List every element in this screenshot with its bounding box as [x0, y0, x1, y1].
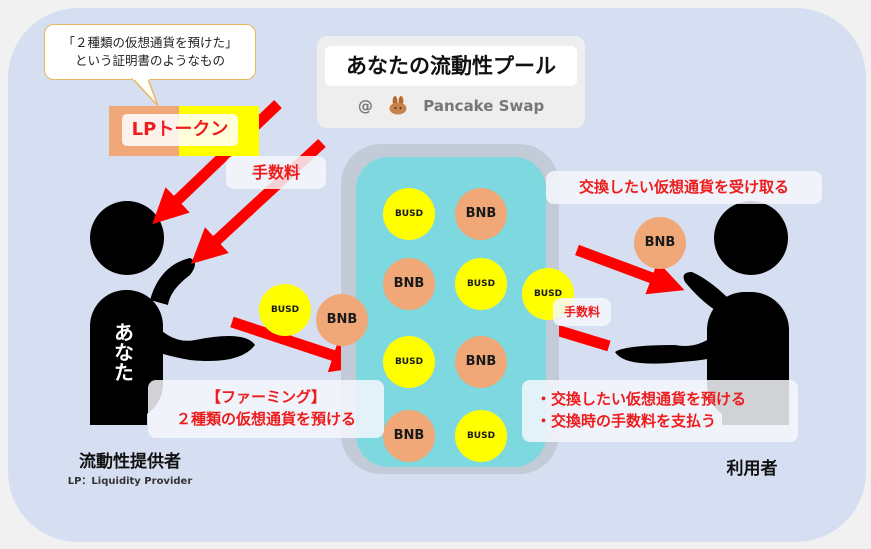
pool-platform: @ Pancake Swap: [317, 90, 585, 122]
coin-bnb-provider: BNB: [316, 294, 368, 346]
provider-title: 流動性提供者: [79, 452, 181, 472]
provider-body-text: あなた: [108, 322, 136, 388]
receive-currency-label: 交換したい仮想通貨を受け取る: [546, 171, 822, 204]
provider-raised-arm: [150, 258, 195, 305]
fee-label-user-text: 手数料: [563, 305, 600, 319]
callout-line2: という証明書のようなもの: [74, 53, 225, 68]
coin-label: BUSD: [466, 431, 496, 441]
user-action-deposit: ・交換したい仮想通貨を預ける: [536, 390, 747, 408]
fee-label-user: 手数料: [553, 298, 611, 326]
pool-coin-bnb: BNB: [455, 336, 507, 388]
callout-line1: 「２種類の仮想通貨を預けた」: [62, 35, 238, 50]
coin-bnb-user: BNB: [634, 217, 686, 269]
farming-description: ２種類の仮想通貨を預ける: [175, 410, 356, 428]
coin-label: BNB: [393, 276, 425, 291]
coin-busd-provider: BUSD: [259, 284, 311, 336]
lp-token-label: LPトークン: [122, 114, 238, 146]
at-symbol: @: [357, 97, 373, 115]
coin-label: BNB: [465, 206, 497, 221]
arrow-pool-to-user: [575, 244, 685, 295]
user-caption: 利用者: [712, 454, 792, 479]
coin-label: BNB: [644, 235, 676, 250]
receive-currency-text: 交換したい仮想通貨を受け取る: [578, 178, 789, 196]
provider-caption: 流動性提供者 LP：Liquidity Provider: [50, 447, 210, 487]
lp-token-explanation-callout: 「２種類の仮想通貨を預けた」 という証明書のようなもの: [44, 24, 256, 80]
coin-label: BUSD: [466, 279, 496, 289]
user-title: 利用者: [726, 459, 778, 479]
pool-coin-busd: BUSD: [383, 188, 435, 240]
coin-label: BUSD: [394, 209, 424, 219]
pool-coin-bnb: BNB: [383, 410, 435, 462]
user-head: [714, 201, 788, 275]
coin-label: BNB: [326, 312, 358, 327]
user-action-label: ・交換したい仮想通貨を預ける ・交換時の手数料を支払う: [522, 380, 798, 442]
arrow-farming-to-pool: [230, 316, 367, 373]
coin-label: BNB: [393, 428, 425, 443]
lp-token-badge: LPトークン: [109, 106, 259, 156]
coin-label: BUSD: [270, 305, 300, 315]
coin-label: BUSD: [533, 289, 563, 299]
pool-coin-bnb: BNB: [455, 188, 507, 240]
user-raised-arm: [683, 272, 730, 310]
pancakeswap-bunny-icon: [389, 96, 407, 115]
platform-name: Pancake Swap: [423, 97, 545, 115]
pool-title-box: あなたの流動性プール @ Pancake Swap: [317, 36, 585, 128]
pool-coin-busd: BUSD: [455, 258, 507, 310]
coin-label: BUSD: [394, 357, 424, 367]
callout-pointer: [131, 78, 159, 107]
liquidity-provider-figure: [90, 201, 255, 425]
user-extended-arm: [615, 330, 730, 364]
pool-coin-busd: BUSD: [455, 410, 507, 462]
farming-label: 【ファーミング】 ２種類の仮想通貨を預ける: [148, 380, 384, 438]
coin-label: BNB: [465, 354, 497, 369]
pool-coin-bnb: BNB: [383, 258, 435, 310]
pool-title: あなたの流動性プール: [325, 46, 577, 86]
provider-subtitle: LP：Liquidity Provider: [67, 476, 193, 487]
provider-extended-arm: [140, 318, 255, 361]
user-action-fee: ・交換時の手数料を支払う: [536, 412, 717, 430]
arrow-lp-token-to-provider: [152, 100, 282, 225]
farming-title: 【ファーミング】: [205, 388, 326, 406]
provider-body-label: あなた: [110, 322, 135, 382]
fee-label-provider-text: 手数料: [251, 163, 300, 182]
provider-head: [90, 201, 164, 275]
fee-label-provider: 手数料: [226, 156, 326, 189]
pool-coin-busd: BUSD: [383, 336, 435, 388]
